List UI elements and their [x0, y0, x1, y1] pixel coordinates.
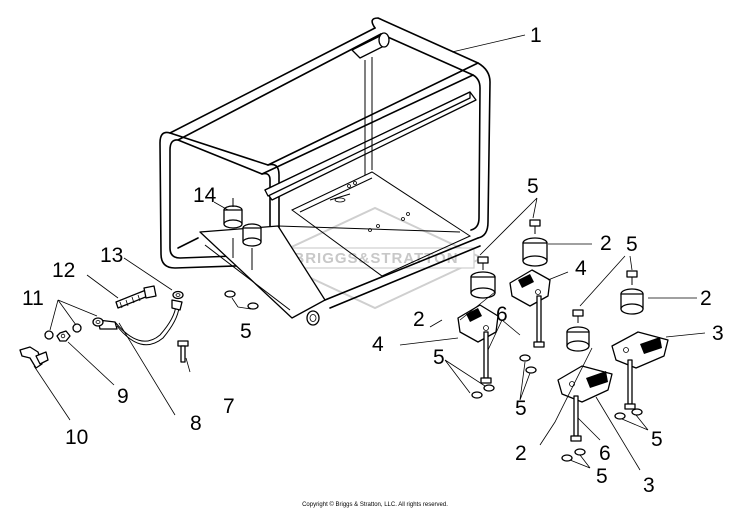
callout-5: 5 — [515, 397, 527, 420]
callout-12: 12 — [52, 259, 75, 282]
callout-numbers: 1 2 2 2 2 3 3 4 4 5 5 5 5 5 5 5 5 6 6 7 … — [22, 24, 724, 497]
callout-3: 3 — [643, 474, 655, 497]
callout-2: 2 — [600, 232, 612, 255]
bracket-3-a — [611, 331, 669, 369]
bracket-3-b — [557, 365, 613, 403]
callout-1: 1 — [530, 24, 542, 47]
callout-4: 4 — [372, 333, 384, 356]
callout-2: 2 — [413, 308, 425, 331]
isolator-2-b — [470, 256, 496, 299]
isolator-2-a — [522, 219, 548, 267]
callout-4: 4 — [575, 257, 587, 280]
frame-assembly — [159, 17, 491, 326]
mount-14 — [223, 198, 262, 270]
callout-6: 6 — [599, 442, 611, 465]
callout-5: 5 — [651, 428, 663, 451]
callout-8: 8 — [190, 412, 202, 435]
leader-lines — [33, 34, 706, 471]
isolator-2-c — [620, 270, 644, 315]
callout-5: 5 — [626, 233, 638, 256]
callout-10: 10 — [65, 426, 88, 449]
ground-cable-assembly — [19, 285, 189, 369]
bolts-6 — [480, 295, 636, 442]
callout-14: 14 — [193, 184, 217, 207]
nuts-5 — [471, 354, 643, 462]
callout-2: 2 — [700, 287, 712, 310]
callout-5: 5 — [596, 465, 608, 488]
callout-11: 11 — [22, 287, 44, 310]
bracket-4-a — [509, 269, 551, 307]
isolator-2-d — [566, 309, 590, 352]
callout-2: 2 — [515, 442, 527, 465]
callout-5: 5 — [433, 346, 445, 369]
bracket-4-b — [457, 304, 499, 343]
callout-5: 5 — [240, 320, 252, 343]
callout-3: 3 — [712, 322, 724, 345]
callout-7: 7 — [223, 395, 235, 418]
callout-6: 6 — [496, 303, 508, 326]
copyright-notice: Copyright © Briggs & Stratton, LLC. All … — [302, 501, 448, 508]
nut-5-frame — [224, 290, 259, 310]
callout-9: 9 — [117, 385, 129, 408]
callout-5: 5 — [527, 175, 539, 198]
callout-13: 13 — [100, 244, 123, 267]
